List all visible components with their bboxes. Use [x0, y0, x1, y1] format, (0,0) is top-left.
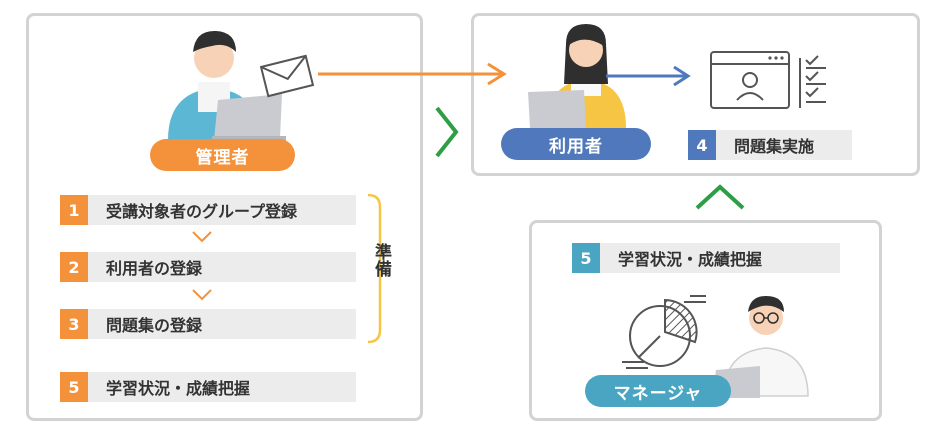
admin-person-icon: [168, 30, 286, 141]
use-arrow: [606, 65, 691, 87]
step-question-set-registration: 3 問題集の登録: [60, 309, 356, 339]
step-number: 5: [60, 372, 88, 402]
admin-role-badge: 管理者: [150, 139, 295, 171]
flow-chevron-right: [435, 106, 459, 158]
step-number: 1: [60, 195, 88, 225]
checklist-icon: [799, 55, 826, 108]
pie-chart-icon: [622, 295, 706, 369]
step-progress-tracking-admin: 5 学習状況・成績把握: [60, 372, 356, 402]
step-number: 4: [688, 130, 716, 160]
step-number: 2: [60, 252, 88, 282]
flow-chevron-up: [695, 184, 745, 210]
preparation-bracket: [367, 193, 382, 344]
step-label: 受講対象者のグループ登録: [106, 202, 298, 221]
step-arrow-2-3: [192, 289, 212, 301]
manager-role-badge: マネージャ: [585, 375, 731, 407]
preparation-label: 準備: [371, 243, 391, 277]
send-arrow: [318, 62, 507, 86]
step-label: 学習状況・成績把握: [618, 250, 763, 269]
step-label: 問題集実施: [734, 137, 815, 156]
step-group-registration: 1 受講対象者のグループ登録: [60, 195, 356, 225]
step-label: 問題集の登録: [106, 316, 203, 335]
user-role-badge: 利用者: [501, 128, 651, 160]
step-number: 3: [60, 309, 88, 339]
user-person-icon: [528, 24, 626, 128]
step-progress-tracking-manager: 5 学習状況・成績把握: [572, 243, 840, 273]
step-question-set-execution: 4 問題集実施: [688, 130, 852, 160]
step-label: 利用者の登録: [106, 259, 203, 278]
step-label: 学習状況・成績把握: [106, 379, 251, 398]
browser-window-icon: [710, 51, 790, 109]
mail-envelope-icon: [259, 54, 315, 98]
step-user-registration: 2 利用者の登録: [60, 252, 356, 282]
step-arrow-1-2: [192, 231, 212, 243]
step-number: 5: [572, 243, 600, 273]
